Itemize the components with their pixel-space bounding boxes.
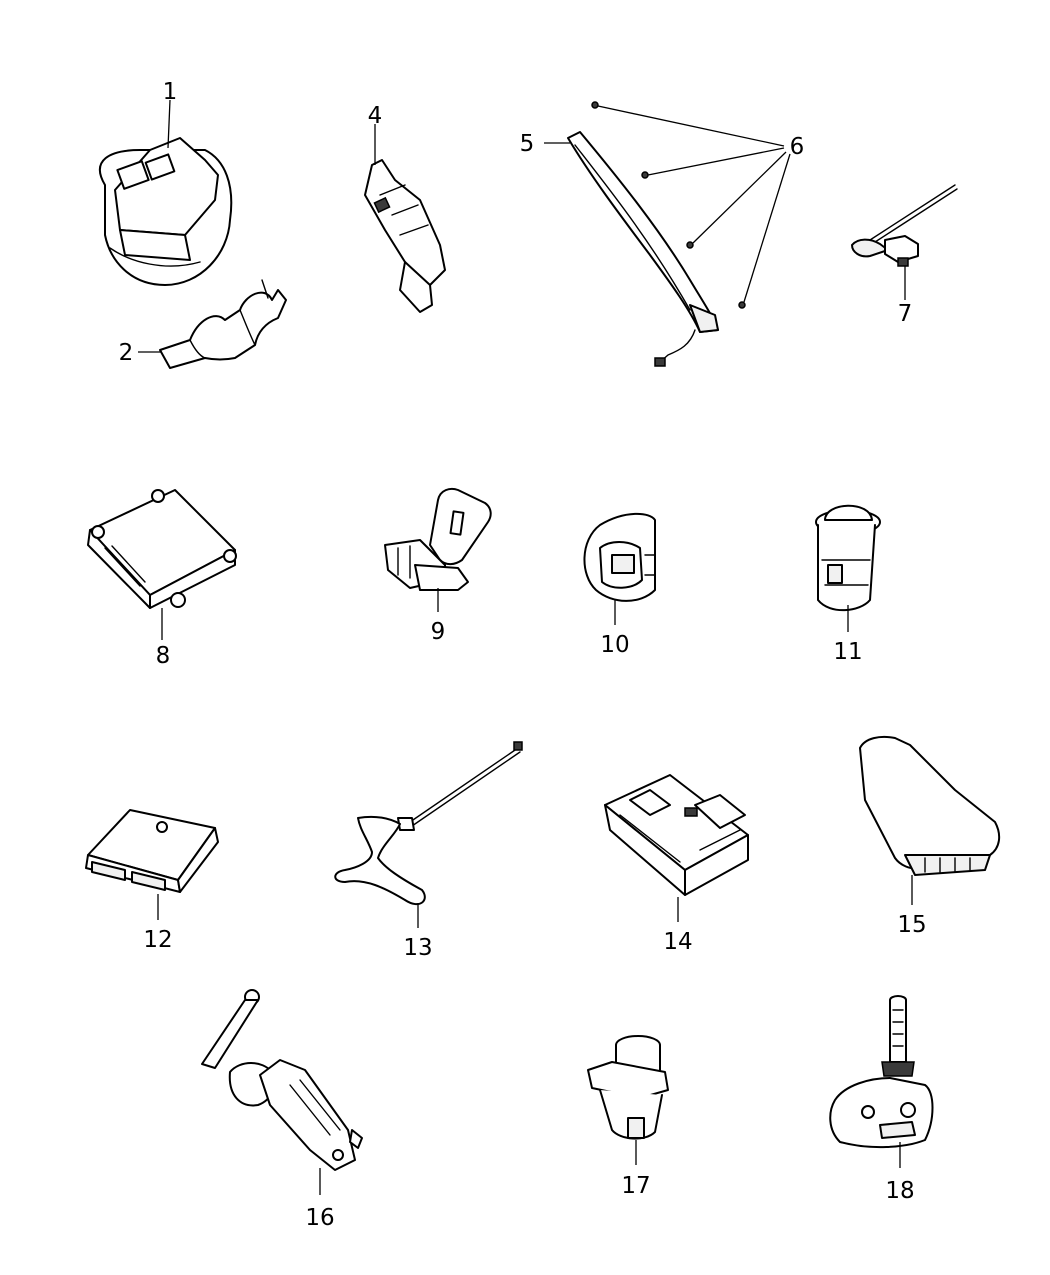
part-4-sensor-connector (364, 159, 446, 313)
callout-17: 17 (621, 1173, 650, 1199)
callout-4: 4 (368, 103, 383, 129)
fastener-d (738, 301, 746, 309)
part-6-fasteners (591, 101, 791, 309)
callout-10: 10 (600, 632, 629, 658)
part-13-probe-wire (334, 741, 523, 906)
part-15-cover (859, 735, 1001, 876)
callout-16: 16 (305, 1205, 334, 1231)
part-1-ignition-switch (99, 137, 233, 286)
part-18-tpms-sensor (829, 995, 934, 1149)
part-9-flag-sensor (384, 487, 492, 591)
callout-14: 14 (663, 929, 692, 955)
fastener-a (591, 101, 599, 109)
callout-18: 18 (885, 1178, 914, 1204)
fastener-b (641, 171, 649, 179)
part-5-arm-assembly (567, 131, 719, 367)
callout-5: 5 (520, 131, 535, 157)
callout-7: 7 (898, 301, 913, 327)
part-2-bracket (159, 279, 287, 369)
part-8-control-module (87, 489, 237, 609)
part-12-ecu (85, 809, 219, 893)
callout-1: 1 (163, 79, 178, 105)
callout-8: 8 (156, 643, 171, 669)
part-11-dome-sensor (815, 504, 881, 612)
callout-2: 2 (119, 340, 134, 366)
part-10-round-connector (583, 512, 656, 602)
part-7-sensor-wire (851, 184, 958, 267)
callout-12: 12 (143, 927, 172, 953)
callout-6: 6 (790, 134, 805, 160)
callout-11: 11 (833, 639, 862, 665)
callout-13: 13 (403, 935, 432, 961)
part-16-height-sensor (201, 989, 363, 1171)
part-14-connector-module (604, 774, 749, 896)
fastener-c (686, 241, 694, 249)
callout-9: 9 (431, 619, 446, 645)
callout-15: 15 (897, 912, 926, 938)
leader-1 (167, 99, 171, 149)
part-17-socket (587, 1035, 669, 1140)
